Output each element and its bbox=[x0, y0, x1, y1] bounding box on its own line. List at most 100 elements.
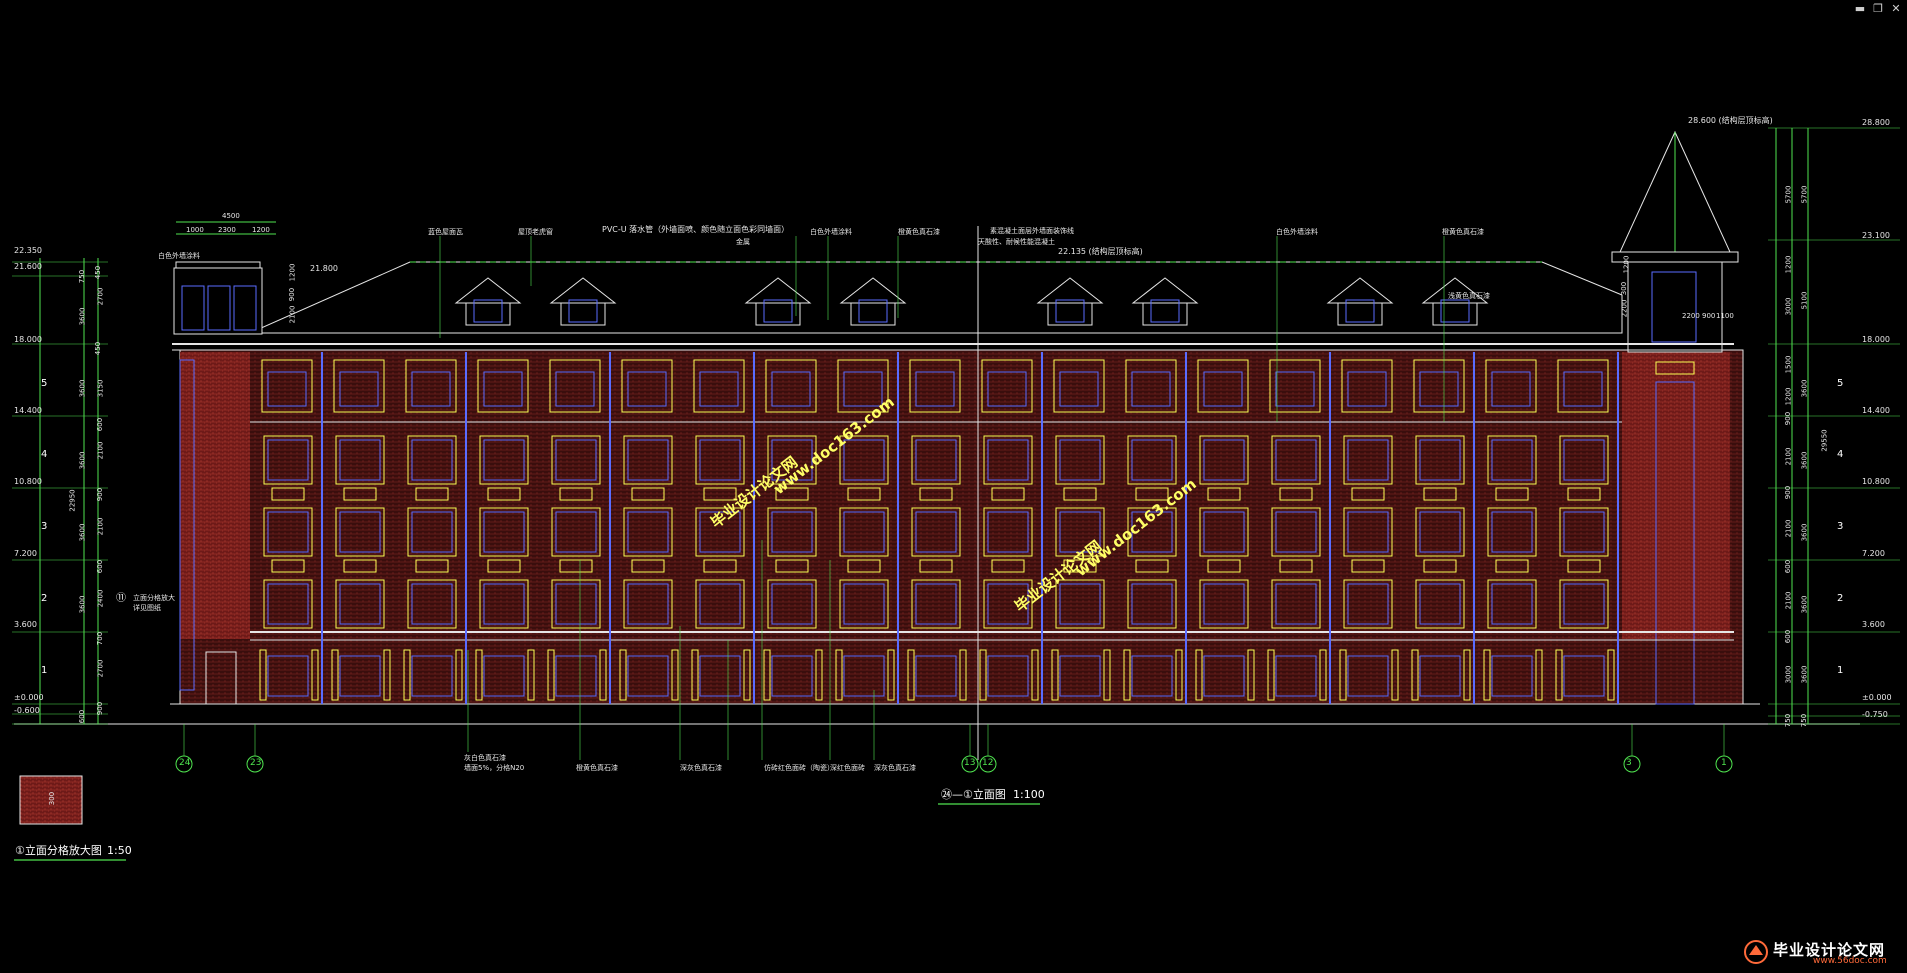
elevation-label: 3.600 bbox=[14, 620, 37, 629]
material-note: 素混凝土面层外墙面装饰线 bbox=[990, 227, 1074, 235]
window-frame bbox=[765, 359, 817, 413]
dimension-value: 900 bbox=[96, 701, 105, 716]
elevation-label: 23.100 bbox=[1862, 231, 1890, 240]
material-note: 浅黄色真石漆 bbox=[1448, 292, 1490, 300]
dormer-window bbox=[1345, 299, 1375, 323]
drawing-title: ㉔—①立面图 bbox=[941, 788, 1006, 801]
decor-panel bbox=[1567, 487, 1601, 501]
restore-button[interactable]: ❐ bbox=[1873, 2, 1883, 15]
window-glass bbox=[1275, 655, 1317, 697]
material-note: 仿砖红色面砖（陶瓷） bbox=[764, 764, 834, 772]
window-frame bbox=[477, 359, 529, 413]
window-frame bbox=[983, 507, 1033, 557]
window-glass bbox=[1347, 583, 1389, 625]
window-frame bbox=[407, 435, 457, 485]
decor-panel bbox=[1207, 559, 1241, 573]
window-glass bbox=[987, 439, 1029, 481]
dormer-body bbox=[560, 302, 606, 326]
floor-number: 3 bbox=[41, 521, 48, 532]
window-glass bbox=[627, 511, 669, 553]
site-logo[interactable]: 毕业设计论文网 www.56doc.com bbox=[1743, 939, 1901, 967]
logo-url: www.56doc.com bbox=[1813, 956, 1887, 966]
decor-panel bbox=[1351, 559, 1385, 573]
window-frame bbox=[1053, 359, 1105, 413]
decor-panel bbox=[1567, 559, 1601, 573]
pilaster bbox=[1391, 649, 1399, 701]
floor-number: 1 bbox=[1837, 665, 1844, 676]
dormer-body bbox=[1337, 302, 1383, 326]
decor-panel bbox=[1207, 487, 1241, 501]
material-note: 橙黄色真石漆 bbox=[576, 764, 618, 772]
elevation-label: 14.400 bbox=[1862, 406, 1890, 415]
window-glass bbox=[843, 583, 885, 625]
dimension-value: 700 bbox=[96, 631, 105, 646]
dimension-value: 2200 bbox=[1682, 312, 1700, 320]
dormer-window bbox=[858, 299, 888, 323]
floor-number: 4 bbox=[1837, 449, 1844, 460]
window-frame bbox=[407, 507, 457, 557]
window-frame bbox=[1055, 579, 1105, 629]
window-glass bbox=[1419, 371, 1459, 407]
decor-panel bbox=[271, 559, 305, 573]
window-frame bbox=[551, 579, 601, 629]
window-frame bbox=[1269, 359, 1321, 413]
pilaster bbox=[311, 649, 319, 701]
logo-name: 毕业设计论文网 bbox=[1773, 941, 1886, 959]
window-glass bbox=[1275, 439, 1317, 481]
floor-number: 4 bbox=[41, 449, 48, 460]
dimension-value: 3000 bbox=[1784, 665, 1793, 684]
dimension-value: 2400 bbox=[96, 589, 105, 608]
dimension-value: 750 bbox=[1784, 713, 1793, 728]
floor-number: 5 bbox=[41, 378, 48, 389]
axis-label: 1 bbox=[1721, 758, 1727, 768]
dimension-value: 600 bbox=[1784, 559, 1793, 574]
dimension-value: 2700 bbox=[96, 659, 105, 678]
pilaster bbox=[1555, 649, 1563, 701]
window-frame bbox=[335, 579, 385, 629]
dimension-total: 22950 bbox=[68, 489, 77, 512]
main-facade-wall bbox=[179, 349, 1744, 705]
window-frame bbox=[263, 579, 313, 629]
pilaster bbox=[1051, 649, 1059, 701]
window-glass bbox=[843, 371, 883, 407]
dimension-value: 1200 bbox=[252, 226, 270, 234]
material-note: 白色外墙涂料 bbox=[158, 252, 200, 260]
material-note: 白色外墙涂料 bbox=[810, 228, 852, 236]
window-frame bbox=[623, 435, 673, 485]
window-frame bbox=[1271, 579, 1321, 629]
pilaster bbox=[1195, 649, 1203, 701]
material-note: 橙黄色真石漆 bbox=[1442, 228, 1484, 236]
elevation-label: 7.200 bbox=[14, 549, 37, 558]
window-glass bbox=[915, 583, 957, 625]
decor-panel bbox=[703, 559, 737, 573]
window-frame bbox=[911, 507, 961, 557]
decor-panel bbox=[487, 487, 521, 501]
window-glass bbox=[411, 439, 453, 481]
left-wing-brick bbox=[180, 352, 250, 639]
window-frame bbox=[1415, 435, 1465, 485]
main-roof bbox=[249, 261, 1623, 334]
elevation-label: 10.800 bbox=[1862, 477, 1890, 486]
decor-panel bbox=[1279, 559, 1313, 573]
window-frame bbox=[335, 435, 385, 485]
close-button[interactable]: ✕ bbox=[1891, 2, 1901, 15]
spire-window bbox=[1651, 271, 1697, 343]
window-glass bbox=[627, 371, 667, 407]
window-frame bbox=[1487, 507, 1537, 557]
minimize-button[interactable]: ▬ bbox=[1854, 2, 1866, 15]
window-glass bbox=[627, 583, 669, 625]
pilaster bbox=[1607, 649, 1615, 701]
pilaster bbox=[1535, 649, 1543, 701]
dimension-value: 2100 bbox=[1784, 519, 1793, 538]
dimension-value: 2200 bbox=[1620, 299, 1629, 318]
window-glass bbox=[1563, 511, 1605, 553]
window-frame bbox=[1413, 359, 1465, 413]
ridge-elevation-note: 22.135 (结构层顶标高) bbox=[1058, 247, 1143, 256]
decor-panel bbox=[559, 487, 593, 501]
window-glass bbox=[699, 655, 741, 697]
window-frame bbox=[1559, 579, 1609, 629]
window-frame bbox=[981, 359, 1033, 413]
tower-tall-window bbox=[1655, 381, 1695, 705]
window-frame bbox=[479, 507, 529, 557]
